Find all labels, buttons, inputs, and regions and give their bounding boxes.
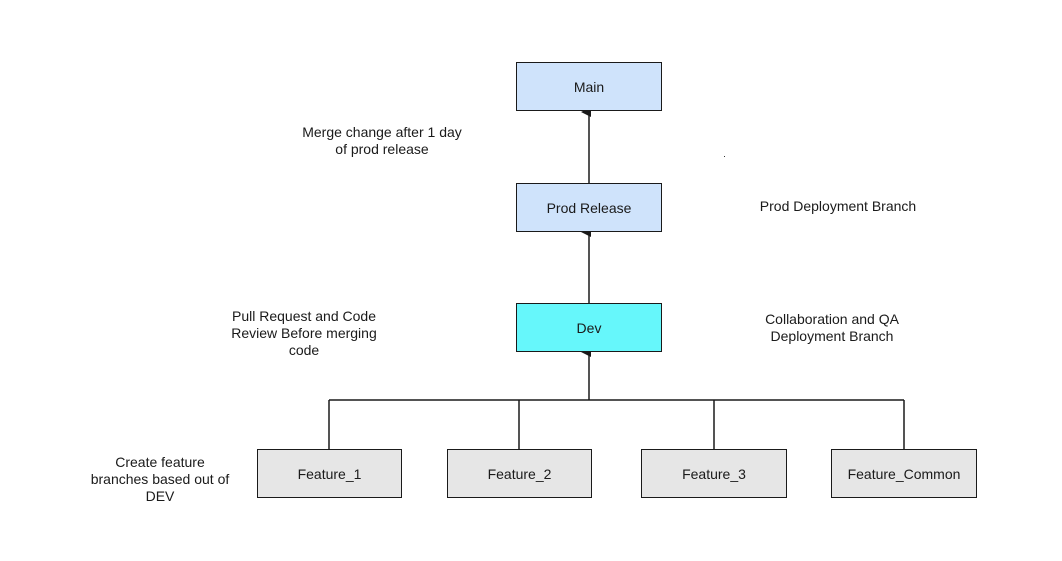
- main-branch-label: Main: [573, 78, 605, 95]
- feature-1-branch-label: Feature_1: [297, 465, 362, 482]
- note-create-feature: Create feature branches based out of DEV: [90, 454, 230, 504]
- dev-branch-label: Dev: [576, 319, 602, 336]
- main-branch-node[interactable]: Main: [516, 62, 662, 111]
- feature-2-branch-label: Feature_2: [487, 465, 552, 482]
- feature-common-branch-label: Feature_Common: [847, 465, 961, 482]
- feature-2-branch-node[interactable]: Feature_2: [447, 449, 592, 498]
- stray-dot: [724, 156, 725, 157]
- note-pull-request: Pull Request and Code Review Before merg…: [231, 308, 377, 358]
- note-merge-after-release: Merge change after 1 day of prod release: [302, 124, 462, 157]
- note-collaboration-qa: Collaboration and QA Deployment Branch: [765, 311, 899, 344]
- feature-common-branch-node[interactable]: Feature_Common: [831, 449, 977, 498]
- dev-branch-node[interactable]: Dev: [516, 303, 662, 352]
- feature-3-branch-node[interactable]: Feature_3: [641, 449, 787, 498]
- prod-release-branch-node[interactable]: Prod Release: [516, 183, 662, 232]
- feature-1-branch-node[interactable]: Feature_1: [257, 449, 402, 498]
- note-prod-deployment: Prod Deployment Branch: [759, 198, 917, 214]
- prod-release-branch-label: Prod Release: [546, 199, 632, 216]
- feature-3-branch-label: Feature_3: [682, 465, 746, 482]
